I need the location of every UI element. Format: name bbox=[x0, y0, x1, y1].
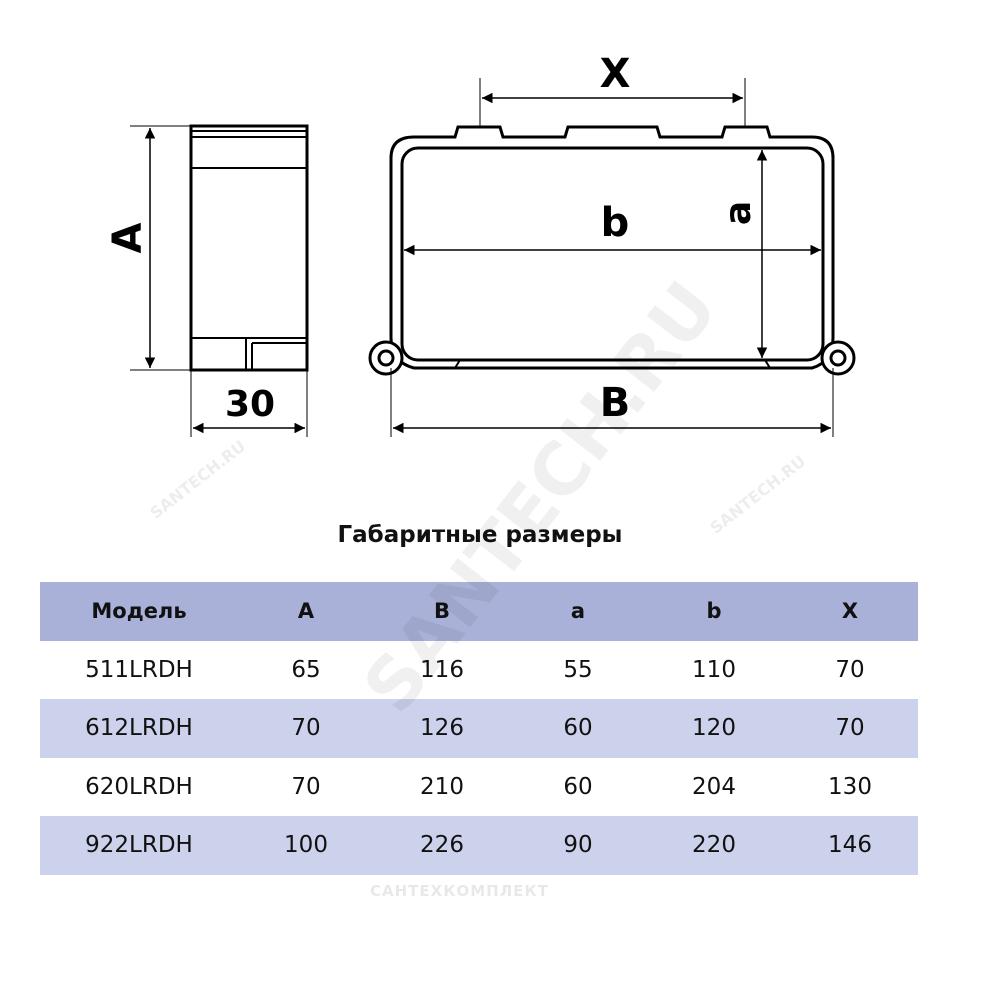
table-row: 511LRDH 65 116 55 110 70 bbox=[40, 641, 918, 700]
table-row: 612LRDH 70 126 60 120 70 bbox=[40, 699, 918, 758]
cell-X: 70 bbox=[835, 656, 865, 683]
dimensions-table: Модель A B a b X 511LRDH 65 116 55 110 7… bbox=[40, 582, 918, 875]
header-B: B bbox=[433, 599, 450, 624]
dimension-label-A: A bbox=[105, 222, 151, 253]
cell-A: 100 bbox=[284, 832, 328, 859]
dimension-A bbox=[130, 125, 191, 371]
dimension-label-B: B bbox=[600, 380, 631, 426]
dimension-label-b: b bbox=[601, 200, 630, 246]
cell-B: 126 bbox=[420, 715, 464, 742]
cell-a: 60 bbox=[563, 715, 593, 742]
cell-b: 120 bbox=[692, 715, 736, 742]
cell-b: 110 bbox=[692, 656, 736, 683]
side-view bbox=[189, 124, 309, 372]
cell-a: 60 bbox=[563, 773, 593, 800]
technical-drawing: A 30 X b a B bbox=[105, 51, 856, 437]
table-row: 620LRDH 70 210 60 204 130 bbox=[40, 758, 918, 817]
header-a: a bbox=[570, 599, 586, 624]
table-header-row: Модель A B a b X bbox=[40, 582, 918, 641]
cell-model: 511LRDH bbox=[85, 656, 193, 683]
header-A: A bbox=[297, 599, 315, 624]
front-view bbox=[368, 125, 856, 376]
cell-b: 204 bbox=[692, 773, 736, 800]
dimension-X bbox=[479, 78, 746, 127]
header-model: Модель bbox=[91, 599, 187, 624]
dimension-depth bbox=[190, 370, 308, 437]
cell-B: 116 bbox=[420, 656, 464, 683]
table-row: 922LRDH 100 226 90 220 146 bbox=[40, 816, 918, 875]
dimension-label-depth: 30 bbox=[225, 384, 275, 425]
header-b: b bbox=[706, 599, 722, 624]
header-X: X bbox=[841, 599, 859, 624]
cell-B: 226 bbox=[420, 832, 464, 859]
dimension-label-a: a bbox=[718, 201, 759, 225]
dimension-B bbox=[390, 368, 834, 437]
cell-model: 620LRDH bbox=[85, 773, 193, 800]
cell-a: 55 bbox=[563, 656, 593, 683]
cell-b: 220 bbox=[692, 832, 736, 859]
cell-a: 90 bbox=[563, 832, 593, 859]
cell-X: 130 bbox=[828, 773, 872, 800]
cell-model: 922LRDH bbox=[85, 832, 193, 859]
cell-X: 70 bbox=[835, 715, 865, 742]
cell-A: 70 bbox=[291, 715, 321, 742]
cell-B: 210 bbox=[420, 773, 464, 800]
dimension-label-X: X bbox=[600, 51, 631, 97]
cell-model: 612LRDH bbox=[85, 715, 193, 742]
cell-X: 146 bbox=[828, 832, 872, 859]
cell-A: 70 bbox=[291, 773, 321, 800]
table-title: Габаритные размеры bbox=[337, 522, 623, 548]
cell-A: 65 bbox=[291, 656, 321, 683]
watermark-bottom: САНТЕХКОМПЛЕКТ bbox=[370, 882, 549, 900]
